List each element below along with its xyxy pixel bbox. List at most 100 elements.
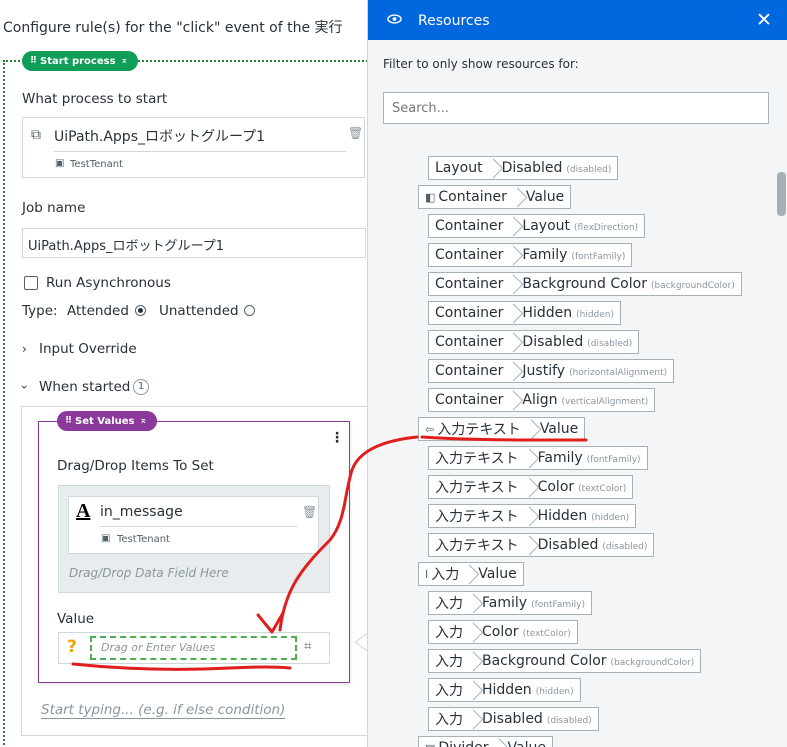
set-item-tenant: TestTenant [117, 534, 170, 545]
control-type-icon: I [425, 567, 429, 581]
search-input[interactable] [383, 92, 769, 124]
drag-grip-icon[interactable]: ⠿ [30, 56, 37, 66]
resource-property-name: Hidden [482, 682, 532, 698]
close-icon[interactable]: ✕ [756, 9, 772, 31]
resource-chip[interactable]: Container Family(fontFamily) [428, 243, 633, 267]
control-type-icon: ⇦ [425, 422, 435, 436]
when-started-toggle[interactable]: When started [39, 379, 131, 395]
scrollbar-thumb[interactable] [777, 172, 786, 216]
chevron-right-icon [523, 505, 535, 527]
resource-property-name: Layout [522, 218, 571, 234]
type-attended-radio[interactable] [135, 305, 146, 316]
expression-editor-icon[interactable]: ⌗ [304, 639, 312, 654]
resource-chip[interactable]: 入力 Family(fontFamily) [428, 591, 592, 615]
type-attended-label: Attended [67, 303, 129, 319]
chevron-right-icon [507, 273, 519, 295]
text-type-icon: A [76, 500, 91, 522]
chevron-right-icon[interactable]: › [22, 342, 27, 356]
resource-property-name: Align [522, 392, 558, 408]
resource-chip-property: Layout(flexDirection) [519, 218, 644, 234]
resource-property-key: (hidden) [576, 310, 615, 320]
chevron-right-icon [463, 563, 475, 585]
drag-grip-icon[interactable]: ⠿ [65, 416, 72, 426]
resource-chip[interactable]: ▤DividerValue [418, 736, 553, 747]
trash-icon[interactable]: 🗑 [348, 126, 364, 140]
resource-control-name: 入力テキスト [435, 451, 519, 467]
resource-control-name: 入力テキスト [435, 509, 519, 525]
resources-header: Resources ✕ [368, 0, 787, 40]
run-async-checkbox[interactable] [24, 276, 38, 290]
chevron-down-icon[interactable]: › [17, 384, 32, 390]
resource-control-name: Layout [435, 160, 483, 176]
start-process-pill[interactable]: ⠿ Start process ⌅ [22, 51, 139, 71]
collapse-icon[interactable]: ⌅ [139, 416, 148, 426]
value-label: Value [57, 611, 95, 627]
job-name-label: Job name [22, 200, 86, 216]
resource-control-name: 入力 [435, 596, 463, 612]
chevron-right-icon [507, 331, 519, 353]
resource-property-name: Color [537, 479, 575, 495]
resource-chip-control: Container [429, 247, 507, 263]
resource-chip-control: Container [429, 276, 507, 292]
resource-control-name: Container [435, 334, 504, 350]
set-values-pill[interactable]: ⠿ Set Values ⌅ [57, 411, 158, 431]
type-label: Type: [22, 303, 58, 319]
set-item-name: in_message [100, 504, 183, 520]
resource-property-key: (disabled) [587, 339, 633, 349]
chevron-right-icon [507, 389, 519, 411]
more-options-icon[interactable]: ⋮ [330, 430, 344, 446]
resource-chip-property: Family(fontFamily) [519, 247, 631, 263]
type-unattended-radio[interactable] [244, 305, 255, 316]
job-name-input[interactable]: UiPath.Apps_ロボットグループ1 [22, 228, 366, 258]
process-tenant: TestTenant [70, 159, 123, 170]
resource-chip[interactable]: 入力テキスト Hidden(hidden) [428, 504, 637, 528]
resources-panel: Resources ✕ Filter to only show resource… [367, 0, 787, 747]
resource-property-name: Hidden [522, 305, 573, 321]
process-label: What process to start [22, 91, 168, 107]
trash-icon[interactable]: 🗑 [302, 505, 318, 519]
resource-property-key: (horizontalAlignment) [569, 368, 668, 378]
resource-property-name: Background Color [522, 276, 647, 292]
resource-property-key: (fontFamily) [531, 600, 585, 610]
process-card[interactable]: ⧉ UiPath.Apps_ロボットグループ1 🗑 ▣ TestTenant [22, 117, 365, 178]
condition-input[interactable]: Start typing... (e.g. if else condition) [41, 702, 286, 719]
resource-chip-control: Container [429, 363, 507, 379]
resource-chip-property: Value [475, 566, 522, 582]
input-override-toggle[interactable]: Input Override [39, 341, 137, 357]
resource-chip-property: Family(fontFamily) [535, 450, 647, 466]
collapse-icon[interactable]: ⌅ [120, 56, 129, 66]
resource-chip-control: Layout [429, 160, 487, 176]
resource-chip-property: Color(textColor) [479, 624, 577, 640]
filter-label: Filter to only show resources for: [383, 57, 579, 71]
resource-property-name: Family [482, 595, 528, 611]
resource-chip-control: 入力 [429, 680, 467, 700]
resource-chip-property: Hidden(hidden) [535, 508, 636, 524]
chevron-right-icon [467, 621, 479, 643]
start-process-label: Start process [40, 55, 116, 67]
resource-control-name: Container [435, 276, 504, 292]
chevron-right-icon [467, 679, 479, 701]
resource-chip[interactable]: 入力テキスト Family(fontFamily) [428, 446, 648, 470]
resource-control-name: 入力 [431, 567, 460, 583]
resource-chip-control: ⇦入力テキスト [419, 419, 525, 439]
value-input[interactable]: Drag or Enter Values [90, 636, 297, 660]
chevron-right-icon [507, 360, 519, 382]
resource-control-name: 入力 [435, 712, 463, 728]
resource-property-name: Value [508, 740, 546, 747]
